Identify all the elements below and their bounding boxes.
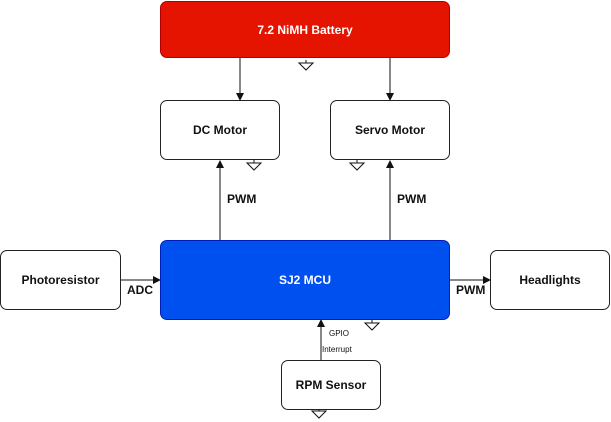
mcu-node[interactable]: SJ2 MCU: [160, 240, 450, 320]
ground-icon: [245, 160, 263, 171]
photoresistor-node[interactable]: Photoresistor: [0, 250, 121, 310]
rpm-sensor-label: RPM Sensor: [295, 378, 367, 392]
ground-icon: [297, 60, 315, 71]
battery-node[interactable]: 7.2 NiMH Battery: [160, 1, 450, 58]
headlights-node[interactable]: Headlights: [490, 250, 610, 310]
edge-label-pwm-headlights: PWM: [456, 283, 486, 297]
servo-motor-label: Servo Motor: [354, 123, 425, 137]
edge-label-gpio: GPIO: [329, 329, 350, 338]
edge-label-adc: ADC: [127, 283, 153, 297]
headlights-label: Headlights: [519, 273, 581, 287]
edge-label-interrupt: Interrupt: [322, 345, 352, 354]
dc-motor-node[interactable]: DC Motor: [160, 100, 280, 160]
edge-label-pwm-dc: PWM: [227, 192, 257, 206]
edge-label-pwm-servo: PWM: [397, 192, 427, 206]
mcu-label: SJ2 MCU: [278, 273, 331, 287]
rpm-sensor-node[interactable]: RPM Sensor: [281, 360, 381, 410]
ground-icon: [348, 160, 366, 171]
dc-motor-label: DC Motor: [193, 123, 247, 137]
photoresistor-label: Photoresistor: [21, 273, 100, 287]
battery-label: 7.2 NiMH Battery: [257, 22, 353, 37]
ground-icon: [363, 320, 381, 331]
servo-motor-node[interactable]: Servo Motor: [330, 100, 450, 160]
